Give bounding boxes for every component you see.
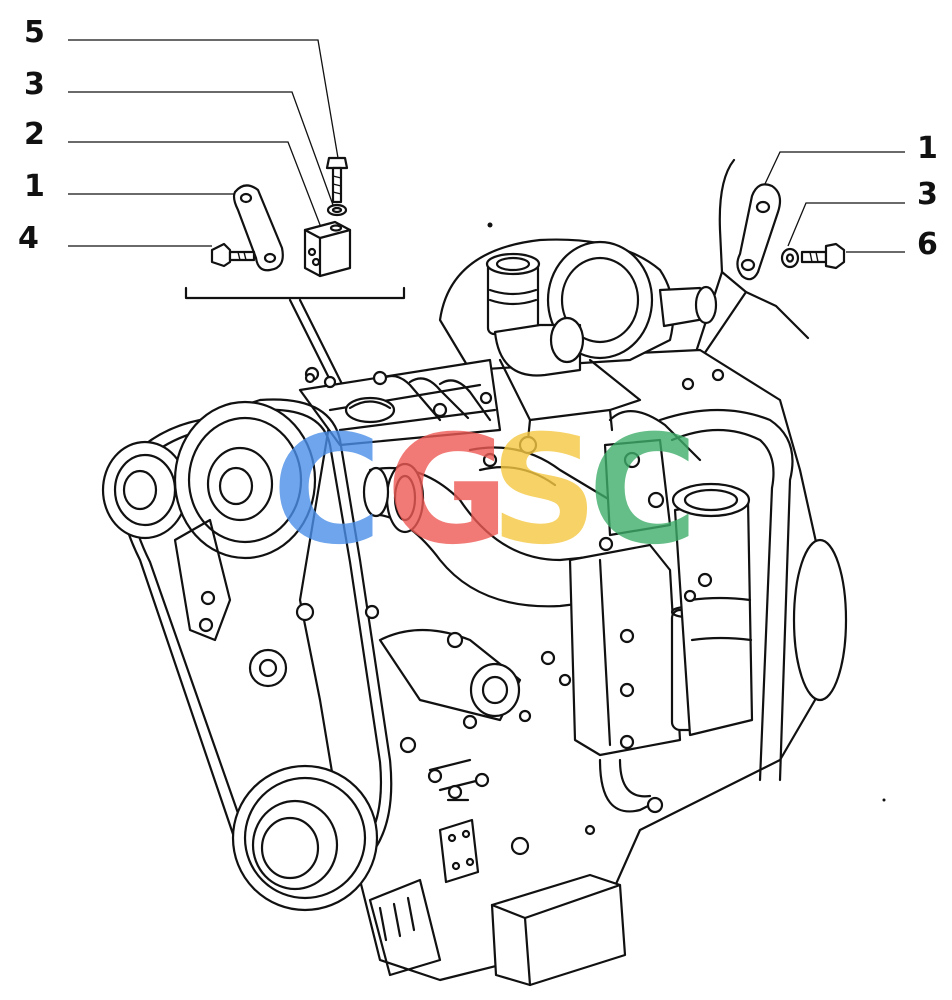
washer-part-3-right [780, 247, 800, 269]
callout-left-3: 3 [24, 67, 45, 102]
intake-pipe [362, 435, 612, 608]
thermostat-housing [603, 438, 672, 537]
callout-right-6: 6 [917, 227, 938, 262]
callout-left-5: 5 [24, 15, 45, 50]
washer-part-3 [326, 203, 348, 217]
leader-left-2 [68, 141, 323, 231]
bolt-part-5 [325, 156, 349, 204]
leader-right-1 [763, 151, 905, 187]
right-parts-group: 1 3 6 [694, 131, 938, 362]
bolt-part-6 [800, 242, 846, 270]
block-part-2 [303, 220, 352, 278]
callout-left-1: 1 [24, 169, 45, 204]
group-bracket-left [184, 286, 406, 300]
block-lower-details [364, 604, 627, 987]
engine-assembly [101, 222, 886, 987]
leader-right-3 [787, 202, 905, 247]
bracket-part-1-left [232, 184, 284, 272]
turbocharger [438, 238, 718, 442]
leader-left-3 [68, 91, 334, 206]
coolant-pipes [598, 408, 848, 813]
watermark-letter-c2: C [588, 404, 698, 578]
callout-left-2: 2 [24, 117, 45, 152]
watermark-letter-g: G [386, 404, 509, 578]
callout-left-4: 4 [18, 221, 39, 256]
leader-left-5 [68, 39, 339, 159]
group-bracket-right [694, 158, 736, 354]
leader-left-1 [68, 193, 251, 206]
callout-right-3: 3 [917, 177, 938, 212]
fuel-filter [671, 482, 754, 737]
bracket-part-1-right [736, 183, 782, 281]
bolt-part-4 [210, 242, 256, 268]
callout-right-1: 1 [917, 131, 938, 166]
crankshaft-pulley [231, 764, 379, 912]
watermark-letter-c1: C [272, 404, 382, 578]
tensioner [248, 648, 288, 688]
cylinder-head [298, 358, 502, 447]
oil-sump [490, 873, 627, 987]
watermark-letter-s: S [490, 404, 598, 578]
left-parts-group: 5 3 2 1 4 [18, 15, 406, 402]
watermark: C G S C [272, 404, 698, 578]
belt-drive [101, 398, 393, 912]
